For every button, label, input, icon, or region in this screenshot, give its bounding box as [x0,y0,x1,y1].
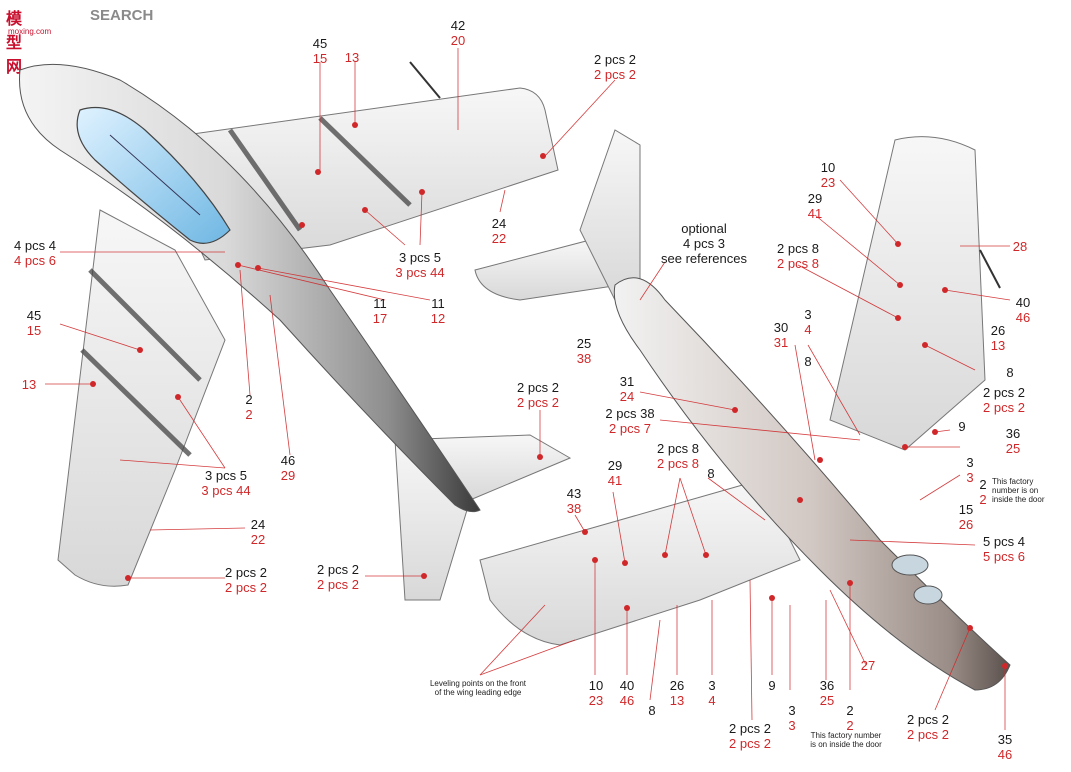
callout-8-right: 8 [1006,365,1014,380]
note-factory-number-top: This factory number is on inside the doo… [992,477,1045,504]
callout-9-bottom: 9 [768,678,776,693]
callout-28: 28 [1012,239,1028,254]
left-aircraft [19,61,572,601]
watermark-brand: SEARCH [90,7,154,24]
watermark-site: moxing.com [8,27,52,36]
watermark-glyphs: 模型网 [6,9,23,76]
note-factory-number-bottom: This factory number is on inside the doo… [810,731,882,749]
callout-13-left-wing: 13 [344,50,360,65]
callout-13-lower-wing: 13 [21,377,37,392]
callout-27: 27 [860,658,876,673]
callout-8-lower-wing: 8 [707,466,715,481]
leader-lines [45,48,1011,730]
callout-9-right: 9 [958,419,966,434]
right-aircraft [474,129,1011,691]
callout-8-bottom: 8 [648,703,656,718]
note-leveling-points: Leveling points on the front of the wing… [429,679,527,697]
callout-8-center: 8 [804,354,812,369]
